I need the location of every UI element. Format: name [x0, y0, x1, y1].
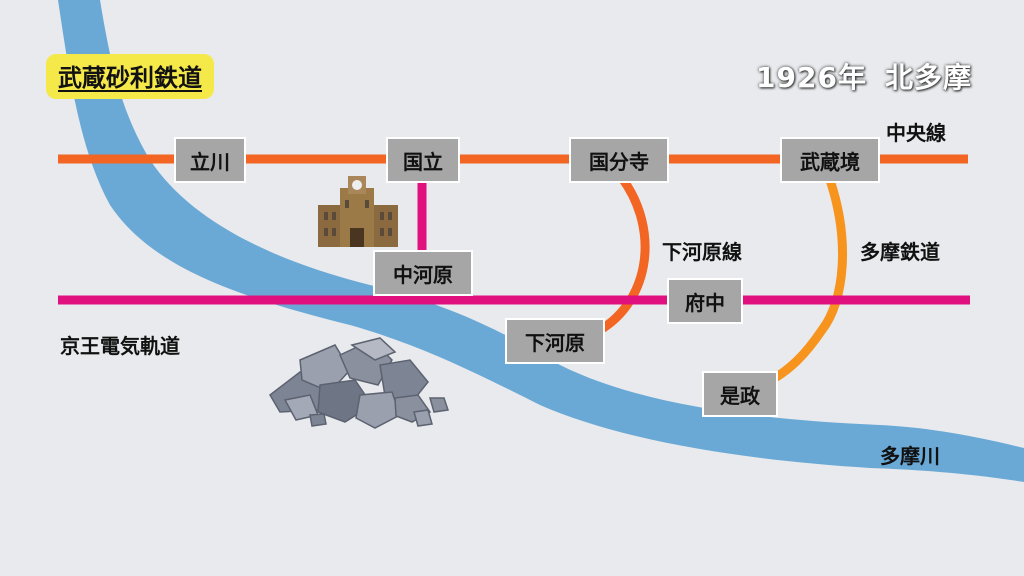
- station-musashisakai[interactable]: 武蔵境: [780, 137, 880, 183]
- tama-railway-line: [765, 178, 847, 386]
- keio-line-label: 京王電気軌道: [60, 334, 180, 358]
- shimogawara-line-label: 下河原線: [662, 240, 742, 264]
- gravel-pile-icon: [269, 337, 449, 429]
- shimogawara-line: [597, 175, 650, 334]
- chuo-line-label: 中央線: [886, 121, 946, 145]
- area-label: 北多摩: [884, 61, 972, 94]
- map-title: 武蔵砂利鉄道: [58, 64, 202, 92]
- university-building-icon: [318, 176, 398, 247]
- station-tachikawa[interactable]: 立川: [174, 137, 246, 183]
- station-koremasa[interactable]: 是政: [702, 371, 778, 417]
- tama-river-label: 多摩川: [880, 444, 940, 468]
- tama-river: [58, 0, 1024, 482]
- tama-railway-label: 多摩鉄道: [860, 240, 940, 264]
- year-area-heading: 1926年北多摩: [756, 56, 972, 96]
- station-kokubunji[interactable]: 国分寺: [569, 137, 669, 183]
- station-fuchu[interactable]: 府中: [667, 278, 743, 324]
- map-title-badge: 武蔵砂利鉄道: [46, 54, 214, 99]
- station-nakagawara[interactable]: 中河原: [373, 250, 473, 296]
- station-shimogawara[interactable]: 下河原: [505, 318, 605, 364]
- station-kunitachi[interactable]: 国立: [386, 137, 460, 183]
- year-label: 1926年: [756, 61, 867, 94]
